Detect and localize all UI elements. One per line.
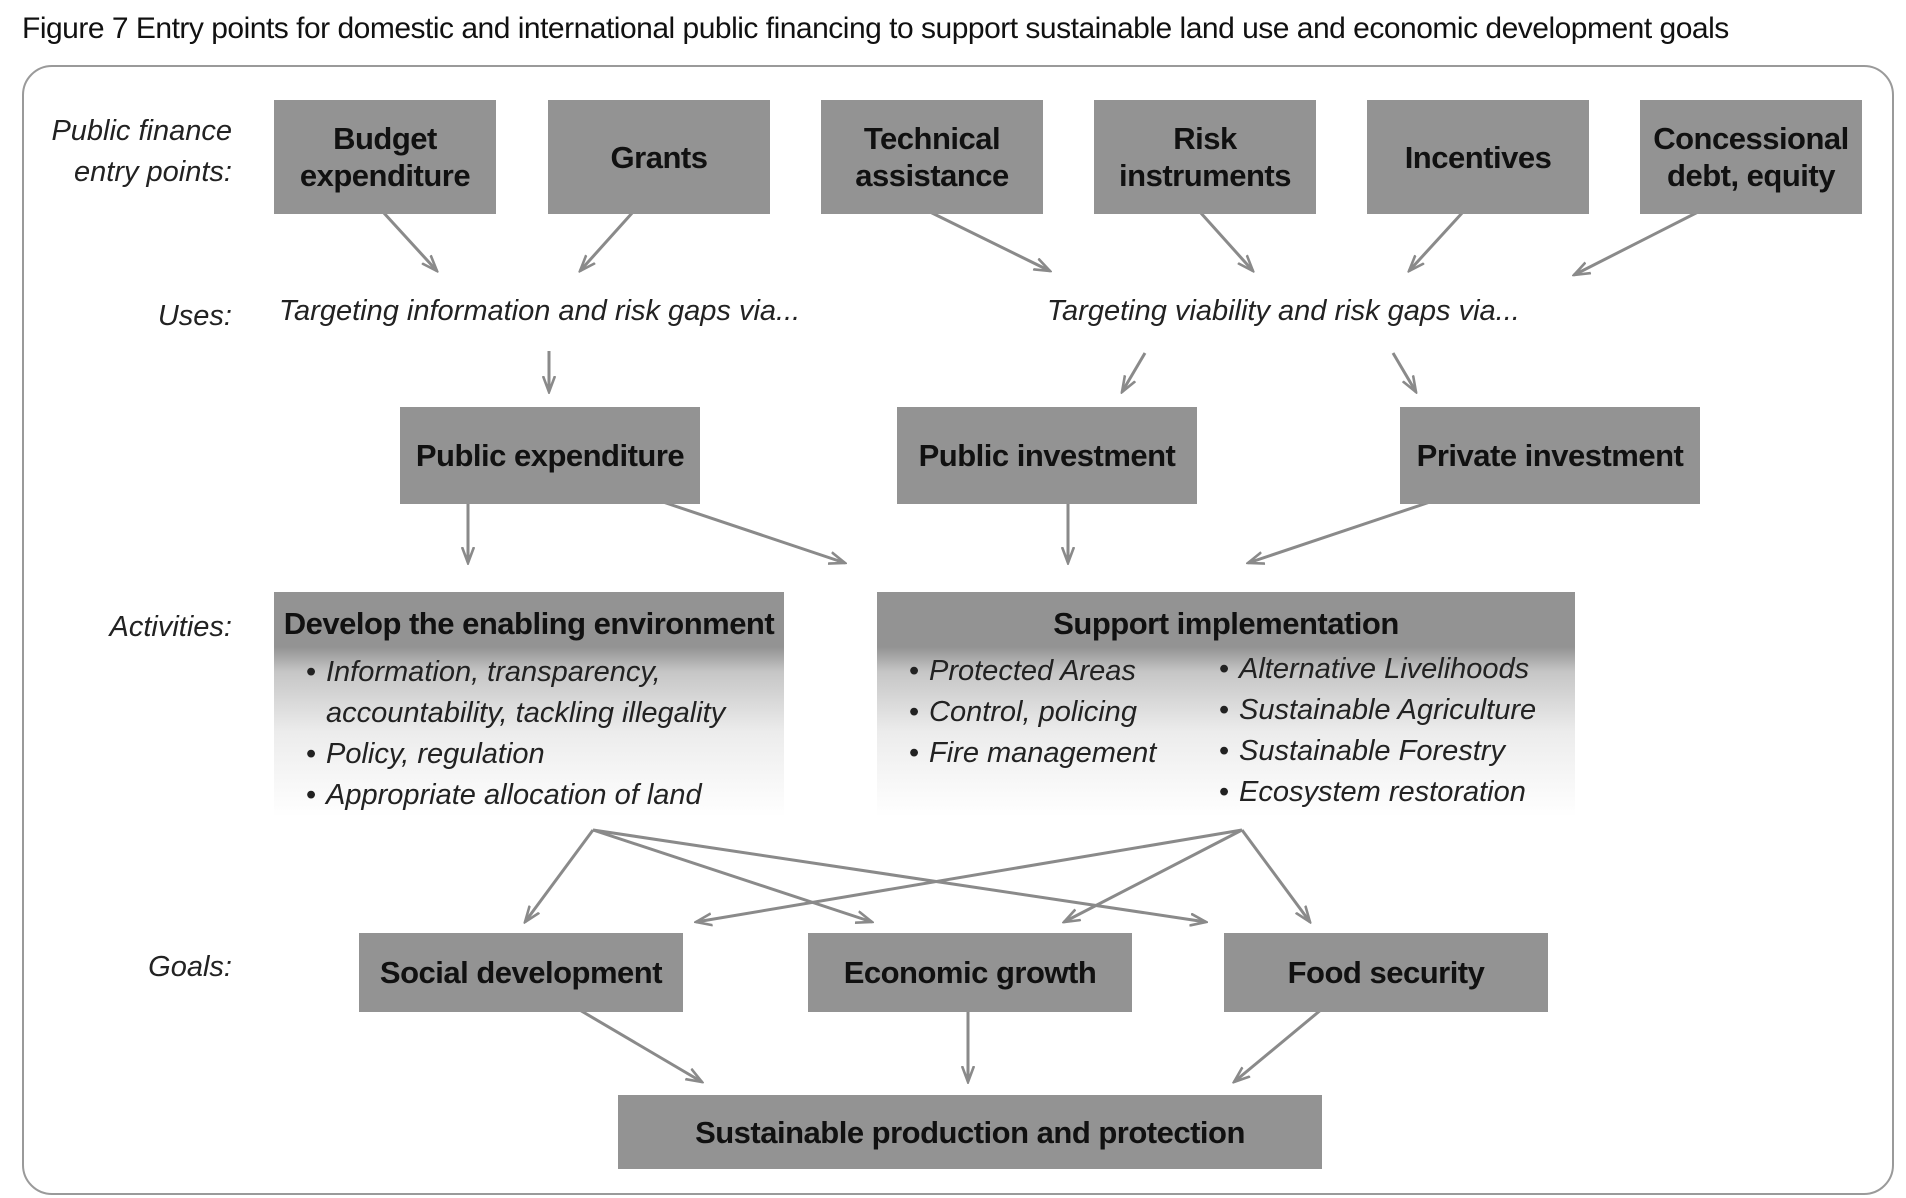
channel-public-investment-label: Public investment [918, 438, 1176, 473]
entry-risk-line1: Risk [1173, 121, 1237, 156]
entry-budget-expenditure: Budget expenditure [274, 100, 496, 214]
entry-budget-line1: Budget [333, 121, 437, 156]
goal-food-security: Food security [1224, 933, 1548, 1012]
label-activities: Activities: [109, 611, 232, 643]
channel-private-investment: Private investment [1400, 407, 1700, 504]
entry-risk-line2: instruments [1119, 158, 1291, 193]
entry-budget-line2: expenditure [299, 158, 471, 193]
entry-concessional-debt-equity: Concessional debt, equity [1640, 100, 1862, 214]
entry-incentives-line1: Incentives [1404, 139, 1552, 175]
list-item: Control, policing [909, 692, 1156, 733]
label-goals: Goals: [148, 951, 232, 983]
entry-technical-line2: assistance [855, 158, 1009, 193]
channel-public-expenditure: Public expenditure [400, 407, 700, 504]
list-item: Protected Areas [909, 651, 1156, 692]
goal-food-label: Food security [1287, 955, 1485, 990]
enabling-item-2: Policy, regulation [326, 738, 545, 770]
uses-information-risk-gaps: Targeting information and risk gaps via.… [279, 295, 801, 327]
diagram-frame [22, 65, 1894, 1195]
figure-title: Figure 7 Entry points for domestic and i… [22, 12, 1729, 45]
list-item: Appropriate allocation of land [306, 775, 725, 816]
enabling-item-1: Information, transparency, [326, 656, 661, 688]
channel-public-investment: Public investment [897, 407, 1197, 504]
label-entry-points-line1: Public finance [51, 115, 232, 147]
entry-technical-line1: Technical [863, 121, 1001, 156]
goal-economic-label: Economic growth [843, 955, 1097, 990]
entry-risk-instruments: Risk instruments [1094, 100, 1316, 214]
outcome-label: Sustainable production and protection [695, 1114, 1245, 1150]
label-entry-points: Public finance entry points: [51, 111, 232, 193]
list-item: Policy, regulation [306, 734, 725, 775]
channel-public-expenditure-label: Public expenditure [415, 438, 685, 473]
list-item: Fire management [909, 733, 1156, 774]
outcome-sustainable-production: Sustainable production and protection [618, 1095, 1322, 1169]
goal-social-label: Social development [379, 955, 663, 990]
enabling-item-3: Appropriate allocation of land [326, 779, 702, 811]
activity-enabling-list: Information, transparency, accountabilit… [306, 652, 725, 816]
entry-incentives: Incentives [1367, 100, 1589, 214]
entry-technical-assistance: Technical assistance [821, 100, 1043, 214]
activity-support-left-list: Protected Areas Control, policing Fire m… [909, 651, 1156, 774]
activity-support-title: Support implementation [1053, 606, 1399, 641]
activity-support-right-list: Alternative Livelihoods Sustainable Agri… [1219, 649, 1536, 813]
entry-grants: Grants [548, 100, 770, 214]
entry-concessional-line2: debt, equity [1667, 158, 1835, 193]
activity-enabling-title: Develop the enabling environment [283, 606, 775, 641]
label-uses: Uses: [157, 300, 232, 332]
uses-viability-risk-gaps: Targeting viability and risk gaps via... [1047, 295, 1520, 327]
list-item: Information, transparency, accountabilit… [306, 652, 725, 734]
channel-private-investment-label: Private investment [1416, 438, 1684, 473]
enabling-item-1-continuation: accountability, tackling illegality [326, 697, 726, 729]
label-entry-points-line2: entry points: [74, 156, 232, 188]
list-item: Sustainable Agriculture [1219, 690, 1536, 731]
list-item: Alternative Livelihoods [1219, 649, 1536, 690]
entry-concessional-line1: Concessional [1653, 121, 1849, 156]
activity-enabling-environment: Develop the enabling environment Informa… [274, 592, 784, 817]
goal-economic-growth: Economic growth [808, 933, 1132, 1012]
entry-grants-line1: Grants [610, 139, 708, 175]
list-item: Ecosystem restoration [1219, 772, 1536, 813]
activity-support-implementation: Support implementation Protected Areas C… [877, 592, 1575, 817]
goal-social-development: Social development [359, 933, 683, 1012]
list-item: Sustainable Forestry [1219, 731, 1536, 772]
